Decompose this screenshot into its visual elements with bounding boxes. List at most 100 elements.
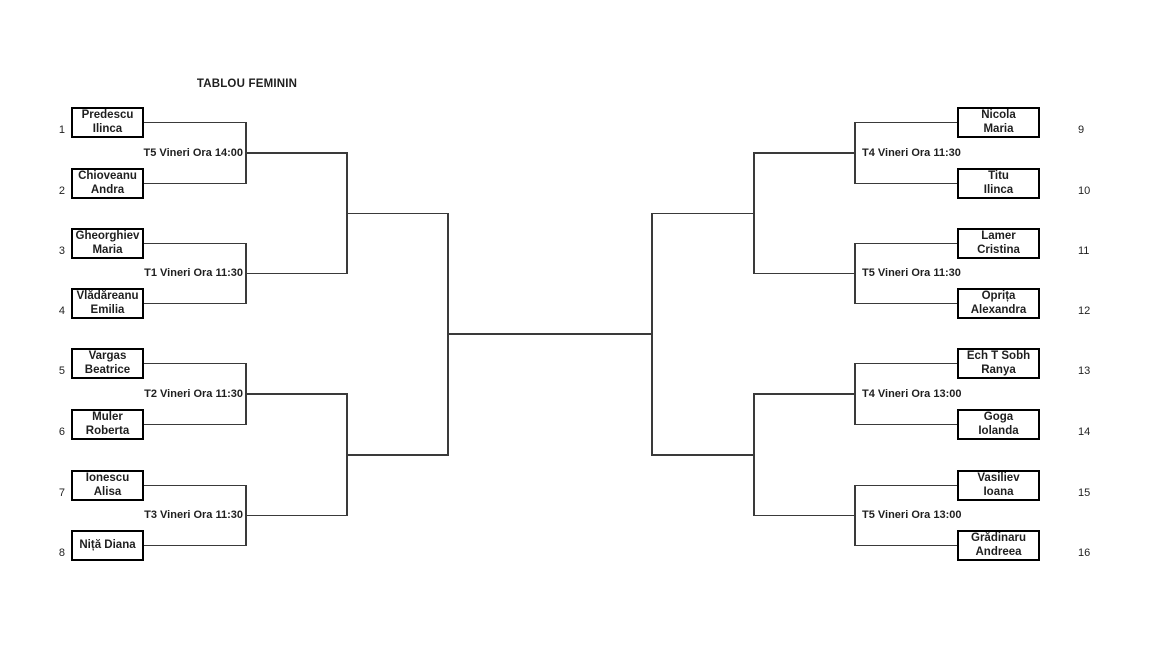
- player-name-line: Roberta: [85, 424, 130, 437]
- player-name-line: Vlădăreanu: [76, 290, 139, 302]
- connector-line: [144, 423, 246, 426]
- match-join-line: [854, 362, 856, 426]
- seed-number: 7: [58, 487, 65, 499]
- player-name-line: Titu: [988, 170, 1009, 182]
- connector-line: [144, 484, 246, 487]
- connector-line: [855, 484, 957, 487]
- player-name-line: Chioveanu: [78, 170, 137, 182]
- player-name-line: Andreea: [975, 545, 1022, 558]
- seed-number: 5: [58, 365, 65, 377]
- player-name-line: Oprița: [981, 290, 1016, 302]
- player-name-line: Ioana: [983, 485, 1014, 498]
- semifinal-winner-line: [347, 212, 448, 214]
- match-schedule-label: T1 Vineri Ora 11:30: [144, 267, 243, 279]
- connector-line: [855, 242, 957, 245]
- winner-line: [246, 272, 347, 275]
- player-name-line: Predescu: [81, 109, 134, 121]
- player-name-line: Muler: [92, 411, 123, 423]
- player-name-line: Nicola: [981, 109, 1016, 121]
- seed-number: 10: [1078, 185, 1091, 197]
- connector-line: [855, 182, 957, 185]
- player-name-line: Niță Diana: [79, 538, 136, 551]
- player-name-line: Ionescu: [85, 472, 130, 484]
- seed-number: 13: [1078, 365, 1091, 377]
- winner-line: [246, 393, 347, 395]
- player-name-line: Maria: [983, 122, 1014, 135]
- connector-line: [855, 302, 957, 305]
- connector-line: [855, 544, 957, 547]
- connector-line: [855, 121, 957, 124]
- seed-number: 11: [1078, 245, 1090, 257]
- match-schedule-label: T2 Vineri Ora 11:30: [144, 387, 243, 400]
- seed-number: 2: [58, 185, 65, 197]
- player-name-line: Cristina: [977, 243, 1020, 256]
- match-schedule-label: T5 Vineri Ora 11:30: [862, 267, 961, 279]
- semifinal-join-line: [753, 152, 755, 275]
- winner-line: [754, 272, 855, 275]
- semifinal-join-line: [753, 393, 755, 517]
- player-name-line: Alexandra: [970, 303, 1027, 316]
- final-line: [448, 333, 652, 335]
- seed-number: 3: [58, 245, 65, 257]
- match-schedule-label: T5 Vineri Ora 13:00: [862, 509, 962, 521]
- connector-line: [855, 423, 957, 426]
- seed-number: 4: [58, 305, 65, 317]
- connector-line: [855, 362, 957, 365]
- seed-number: 8: [58, 547, 65, 559]
- player-name-line: Grădinaru: [971, 532, 1026, 544]
- seed-number: 1: [58, 124, 65, 136]
- final-join-line: [651, 212, 653, 456]
- player-box-seed-8: Niță Diana: [71, 530, 144, 561]
- winner-line: [754, 514, 855, 517]
- connector-line: [144, 302, 246, 305]
- seed-number: 14: [1078, 426, 1091, 438]
- seed-number: 9: [1078, 124, 1085, 136]
- connector-line: [144, 544, 246, 547]
- connector-line: [144, 362, 246, 365]
- connector-line: [144, 182, 246, 185]
- semifinal-winner-line: [347, 454, 448, 456]
- seed-number: 12: [1078, 305, 1091, 317]
- player-name-line: Andra: [90, 183, 125, 196]
- match-join-line: [854, 484, 856, 547]
- player-name-line: Ech T Sobh: [966, 350, 1031, 362]
- player-name-line: Alisa: [93, 485, 122, 498]
- match-schedule-label: T4 Vineri Ora 11:30: [862, 146, 961, 159]
- connector-line: [144, 242, 246, 245]
- player-name-line: Lamer: [981, 230, 1016, 242]
- winner-line: [246, 152, 347, 154]
- player-name-line: Ilinca: [983, 183, 1014, 196]
- player-name-line: Maria: [92, 243, 123, 256]
- match-schedule-label: T4 Vineri Ora 13:00: [862, 387, 962, 400]
- player-name-line: Gheorghiev: [75, 230, 140, 242]
- semifinal-winner-line: [652, 212, 754, 214]
- semifinal-winner-line: [652, 454, 754, 456]
- player-name-line: Iolanda: [978, 424, 1019, 437]
- connector-line: [144, 121, 246, 124]
- player-name-line: Goga: [983, 411, 1014, 423]
- player-name-line: Vasiliev: [977, 472, 1020, 484]
- player-name-line: Ilinca: [92, 122, 123, 135]
- winner-line: [246, 514, 347, 517]
- player-name-line: Ranya: [981, 363, 1016, 376]
- player-name-line: Beatrice: [84, 363, 131, 376]
- match-join-line: [854, 242, 856, 305]
- winner-line: [754, 393, 855, 395]
- winner-line: [754, 152, 855, 154]
- player-name-line: Emilia: [90, 303, 125, 316]
